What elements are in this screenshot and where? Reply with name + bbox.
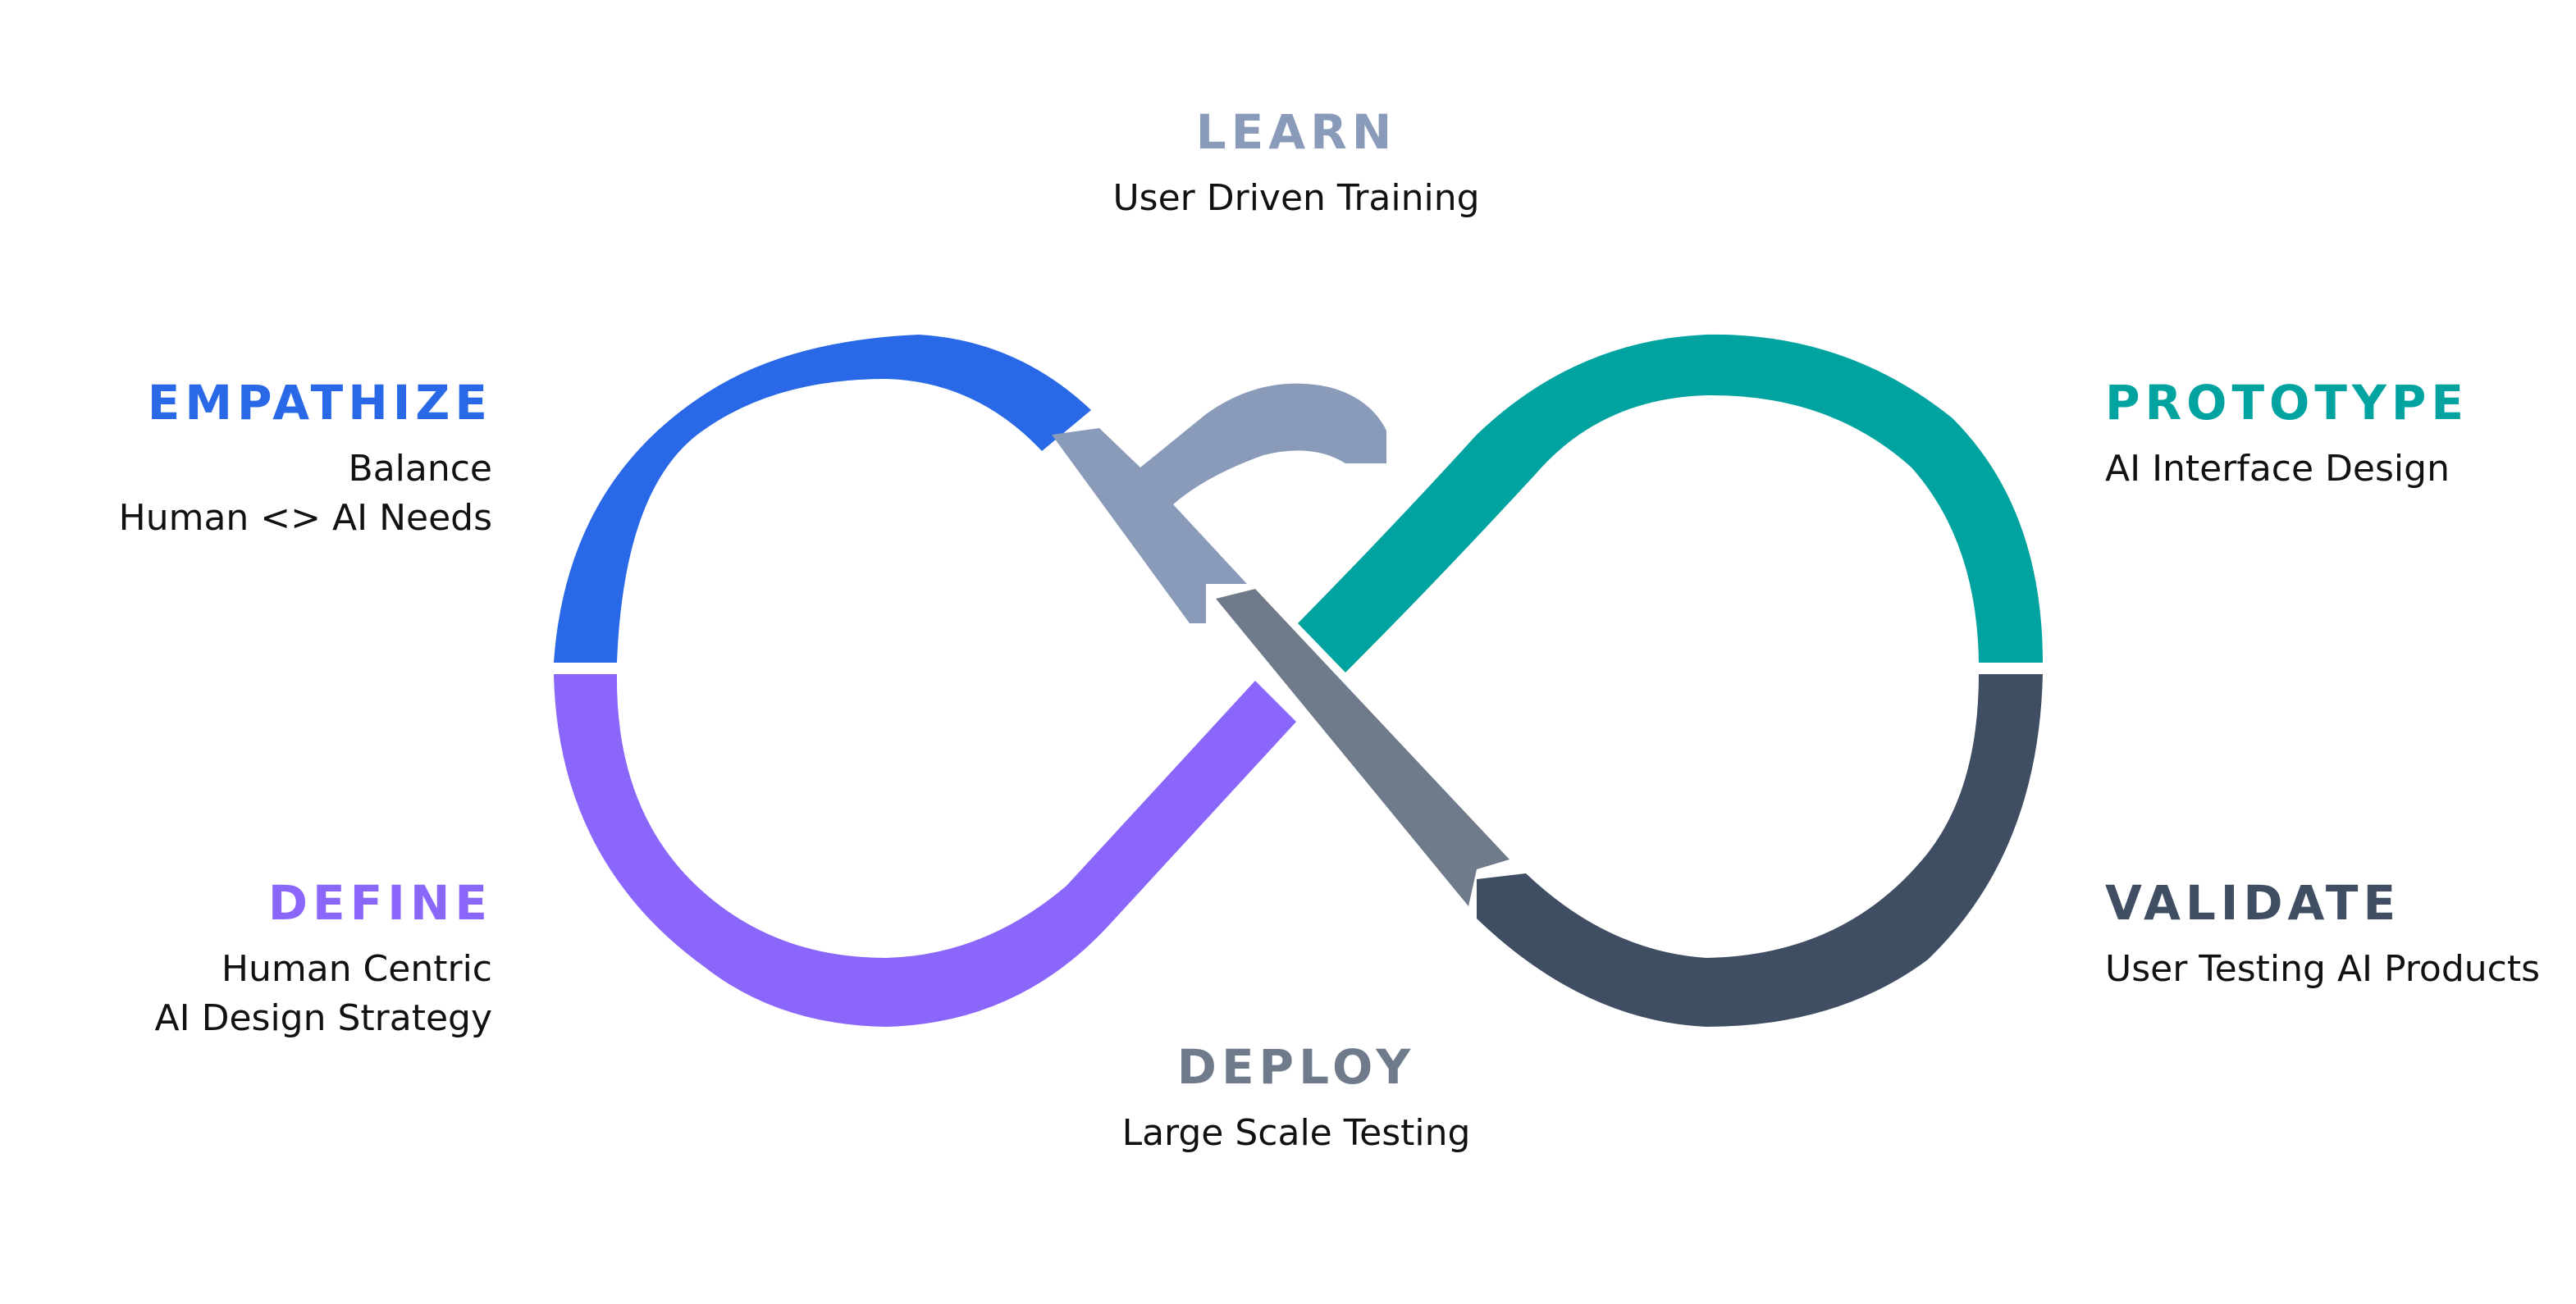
learn-title: LEARN	[1195, 104, 1397, 160]
empathize-segment	[554, 335, 1091, 663]
learn-description: User Driven Training	[1112, 177, 1480, 219]
learn-segment	[1052, 383, 1386, 623]
deploy-segment	[1216, 589, 1510, 906]
define-description: Human Centric AI Design Strategy	[82, 945, 493, 1043]
empathize-title: EMPATHIZE	[147, 375, 492, 431]
learn-label: LEARN User Driven Training	[1050, 108, 1542, 223]
empathize-line-1: Balance	[348, 448, 492, 490]
prototype-title: PROTOTYPE	[2105, 375, 2469, 431]
define-line-2: AI Design Strategy	[154, 997, 493, 1039]
validate-segment	[1477, 674, 2043, 1027]
prototype-description: AI Interface Design	[2105, 448, 2450, 490]
validate-label: VALIDATE User Testing AI Products	[2105, 879, 2573, 994]
define-line-1: Human Centric	[221, 948, 492, 990]
define-segment	[554, 674, 1296, 1027]
empathize-description: Balance Human <> AI Needs	[82, 445, 492, 543]
empathize-label: EMPATHIZE Balance Human <> AI Needs	[82, 379, 492, 543]
deploy-description: Large Scale Testing	[1121, 1112, 1471, 1154]
prototype-label: PROTOTYPE AI Interface Design	[2105, 379, 2565, 494]
define-title: DEFINE	[267, 875, 492, 931]
deploy-label: DEPLOY Large Scale Testing	[1050, 1043, 1542, 1158]
define-label: DEFINE Human Centric AI Design Strategy	[82, 875, 493, 1043]
deploy-title: DEPLOY	[1176, 1039, 1416, 1095]
empathize-line-2: Human <> AI Needs	[118, 497, 492, 539]
prototype-segment	[1298, 334, 2043, 673]
validate-description: User Testing AI Products	[2105, 948, 2540, 990]
validate-title: VALIDATE	[2105, 875, 2401, 931]
